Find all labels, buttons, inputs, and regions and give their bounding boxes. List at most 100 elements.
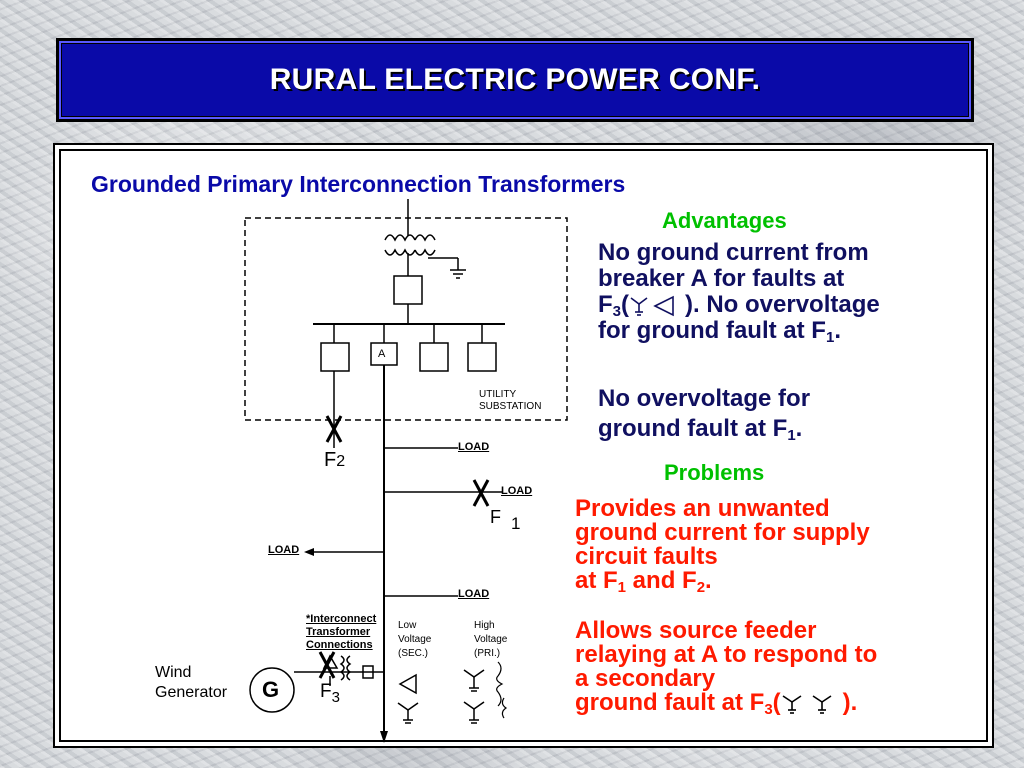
fault-f1-icon bbox=[472, 479, 490, 507]
advantages-p1-line2: breaker A for faults at bbox=[598, 265, 845, 292]
wye-wye-symbol-icon bbox=[782, 694, 832, 714]
generator-symbol: G bbox=[262, 677, 280, 702]
fault-f2-letter: F bbox=[324, 449, 337, 471]
wye-delta-symbol-icon bbox=[630, 295, 674, 316]
main-breaker-icon bbox=[393, 275, 423, 305]
one-line-diagram bbox=[244, 199, 568, 743]
advantages-p1-f-sub: 3 bbox=[612, 303, 622, 320]
problems-p1-line1: Provides an unwanted bbox=[575, 495, 830, 522]
feeder-breaker-icon bbox=[419, 342, 449, 372]
interconnect-transformer-icon bbox=[322, 654, 374, 686]
fault-f2-icon bbox=[325, 415, 343, 443]
problems-p2-line1: Allows source feeder bbox=[575, 617, 817, 644]
low-voltage-line2: Voltage bbox=[398, 634, 432, 645]
advantages-p2-line2-end: . bbox=[795, 415, 803, 442]
advantages-p2-line2-text: ground fault at F bbox=[598, 415, 788, 442]
problems-p2-line4a: ground fault at F bbox=[575, 689, 765, 716]
advantages-p2-line2: ground fault at F1. bbox=[598, 414, 810, 444]
high-voltage-label: High Voltage (PRI.) bbox=[474, 619, 507, 661]
content-area: Grounded Primary Interconnection Transfo… bbox=[55, 145, 992, 746]
feeder-breaker-icon bbox=[320, 342, 350, 372]
advantages-p1-line1: No ground current from bbox=[598, 239, 869, 266]
problems-p1-line4a: at F bbox=[575, 567, 618, 594]
fault-f2-label: F2 bbox=[324, 450, 345, 470]
high-voltage-line3: (PRI.) bbox=[474, 648, 501, 659]
advantages-paragraph-2: No overvoltage for ground fault at F1. bbox=[598, 384, 810, 444]
breaker-a-label: A bbox=[378, 348, 386, 360]
interconnect-note-line1: *Interconnect bbox=[306, 613, 377, 625]
title-banner: RURAL ELECTRIC POWER CONF. bbox=[56, 38, 974, 122]
problems-paragraph-2: Allows source feeder relaying at A to re… bbox=[575, 617, 878, 718]
problems-p1-line2: ground current for supply bbox=[575, 519, 870, 546]
low-voltage-label: Low Voltage (SEC.) bbox=[398, 619, 431, 661]
title-banner-inner: RURAL ELECTRIC POWER CONF. bbox=[59, 41, 971, 119]
advantages-p2-line2-sub: 1 bbox=[787, 427, 796, 444]
interconnect-note-line3: Connections bbox=[306, 639, 373, 651]
substation-boundary bbox=[244, 217, 568, 421]
low-voltage-line1: Low bbox=[398, 620, 417, 631]
advantages-p1-close: ). No overvoltage bbox=[685, 291, 880, 318]
problems-p2-line4-sub: 3 bbox=[764, 701, 773, 718]
fault-f3-sub: 3 bbox=[331, 689, 340, 706]
problems-p1-line4: at F1 and F2. bbox=[575, 567, 870, 596]
problems-p1-line4-sub2: 2 bbox=[696, 579, 706, 596]
advantages-p1-line4-end: . bbox=[834, 317, 841, 344]
load-label-4: LOAD bbox=[458, 588, 490, 600]
problems-heading: Problems bbox=[664, 460, 765, 485]
advantages-p1-f: F bbox=[598, 291, 613, 318]
high-voltage-line1: High bbox=[474, 620, 495, 631]
problems-p2-line4b: ( bbox=[772, 689, 781, 716]
content-panel: Grounded Primary Interconnection Transfo… bbox=[53, 143, 994, 748]
substation-label-line1: UTILITY bbox=[479, 389, 517, 400]
interconnect-note-line2: Transformer bbox=[306, 626, 371, 638]
slide-title: RURAL ELECTRIC POWER CONF. bbox=[269, 63, 761, 96]
problems-p2-line4: ground fault at F3(). bbox=[575, 689, 877, 718]
fault-f2-sub: 2 bbox=[336, 453, 346, 470]
load-label-2: LOAD bbox=[501, 485, 533, 497]
advantages-paragraph-1: No ground current from breaker A for fau… bbox=[598, 239, 880, 346]
fault-f1-letter: F bbox=[490, 507, 501, 527]
arrow-icon bbox=[380, 731, 388, 743]
high-voltage-line2: Voltage bbox=[474, 634, 508, 645]
interconnect-note: *Interconnect Transformer Connections bbox=[306, 613, 376, 652]
advantages-p1-line4-sub: 1 bbox=[825, 329, 835, 346]
problems-p1-line3: circuit faults bbox=[575, 543, 718, 570]
generator-icon bbox=[249, 667, 295, 713]
problems-p2-line3: a secondary bbox=[575, 665, 716, 692]
load-label-3: LOAD bbox=[268, 544, 300, 556]
advantages-p1-line4-text: for ground fault at F bbox=[598, 317, 826, 344]
low-voltage-line3: (SEC.) bbox=[398, 648, 428, 659]
advantages-p1-open: ( bbox=[621, 291, 630, 318]
problems-p1-line4-sub1: 1 bbox=[617, 579, 627, 596]
wye-grounded-icon bbox=[463, 701, 485, 724]
load-label-1: LOAD bbox=[458, 441, 490, 453]
problems-paragraph-1: Provides an unwanted ground current for … bbox=[575, 495, 870, 596]
fault-f3-icon bbox=[318, 651, 336, 679]
substation-transformer-icon bbox=[384, 234, 458, 259]
advantages-p1-line4: for ground fault at F1. bbox=[598, 317, 880, 346]
substation-label: UTILITY SUBSTATION bbox=[479, 389, 541, 413]
brace-icon bbox=[496, 661, 508, 719]
arrow-icon bbox=[304, 548, 314, 556]
wye-grounded-icon bbox=[463, 669, 485, 692]
fault-f1-sub: 1 bbox=[511, 514, 521, 533]
wye-grounded-icon bbox=[397, 702, 419, 724]
problems-p1-line4b: and F bbox=[626, 567, 697, 594]
advantages-heading: Advantages bbox=[662, 208, 787, 233]
slide-subtitle: Grounded Primary Interconnection Transfo… bbox=[91, 171, 626, 197]
feeder-breaker-icon bbox=[467, 342, 497, 372]
fault-f3-letter: F bbox=[320, 681, 332, 702]
delta-icon bbox=[398, 673, 417, 695]
fault-f3-label: F3 bbox=[320, 681, 340, 705]
problems-p1-line4c: . bbox=[705, 567, 712, 594]
wind-generator-line2: Generator bbox=[155, 684, 228, 701]
advantages-p2-line1: No overvoltage for bbox=[598, 385, 811, 412]
problems-p2-line4c: ). bbox=[842, 689, 858, 716]
ground-icon bbox=[450, 258, 466, 279]
wind-generator-line1: Wind bbox=[155, 664, 192, 681]
problems-p2-line2: relaying at A to respond to bbox=[575, 641, 878, 668]
advantages-p1-line3: F3( ). No overvoltage bbox=[598, 291, 880, 320]
wind-generator-label: Wind Generator bbox=[155, 663, 227, 703]
substation-label-line2: SUBSTATION bbox=[479, 401, 542, 412]
